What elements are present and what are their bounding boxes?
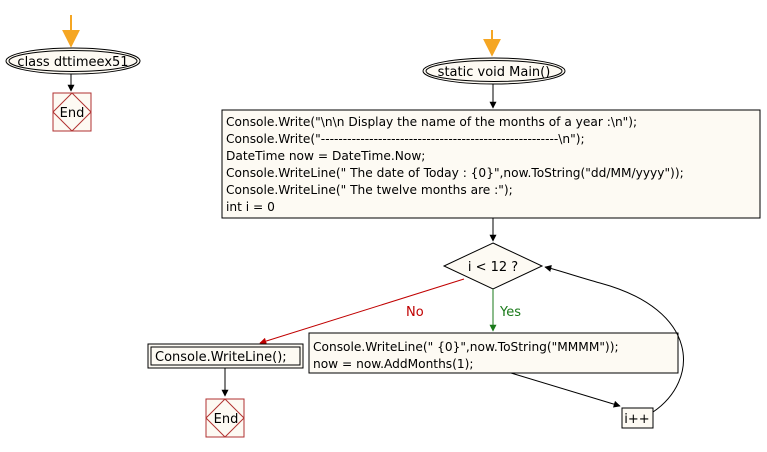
class-node-label: class dttimeex51 <box>17 55 128 70</box>
increment-node[interactable]: i++ <box>621 407 654 429</box>
loop-body-line-1: Console.WriteLine(" {0}",now.ToString("M… <box>313 340 619 354</box>
increment-label: i++ <box>624 412 649 427</box>
init-line-4: Console.WriteLine(" The date of Today : … <box>226 166 684 180</box>
init-block[interactable]: Console.Write("\n\n Display the name of … <box>221 109 761 219</box>
loop-body-line-2: now = now.AddMonths(1); <box>313 357 474 371</box>
loop-body-block[interactable]: Console.WriteLine(" {0}",now.ToString("M… <box>308 332 679 374</box>
main-end-node[interactable]: End <box>205 398 245 438</box>
class-end-node[interactable]: End <box>52 92 92 132</box>
init-line-5: Console.WriteLine(" The twelve months ar… <box>226 183 513 197</box>
init-line-6: int i = 0 <box>226 200 275 214</box>
edge-body-to-increment <box>510 372 621 408</box>
edge-increment-to-condition <box>544 265 684 413</box>
init-line-2: Console.Write("-------------------------… <box>226 132 585 146</box>
main-node-label: static void Main() <box>438 65 551 80</box>
edge-no: No <box>259 278 465 345</box>
edge-yes-label: Yes <box>499 305 521 320</box>
class-node[interactable]: class dttimeex51 <box>5 47 141 75</box>
after-loop-label: Console.WriteLine(); <box>155 350 287 365</box>
edge-no-label: No <box>406 305 424 320</box>
init-line-1: Console.Write("\n\n Display the name of … <box>226 115 637 129</box>
class-end-label: End <box>60 106 85 121</box>
condition-node[interactable]: i < 12 ? <box>442 242 544 290</box>
init-line-3: DateTime now = DateTime.Now; <box>226 149 425 163</box>
main-end-label: End <box>214 412 239 427</box>
main-node[interactable]: static void Main() <box>422 57 566 85</box>
edge-yes: Yes <box>489 289 521 332</box>
after-loop-block[interactable]: Console.WriteLine(); <box>147 343 304 369</box>
condition-label: i < 12 ? <box>468 260 518 275</box>
